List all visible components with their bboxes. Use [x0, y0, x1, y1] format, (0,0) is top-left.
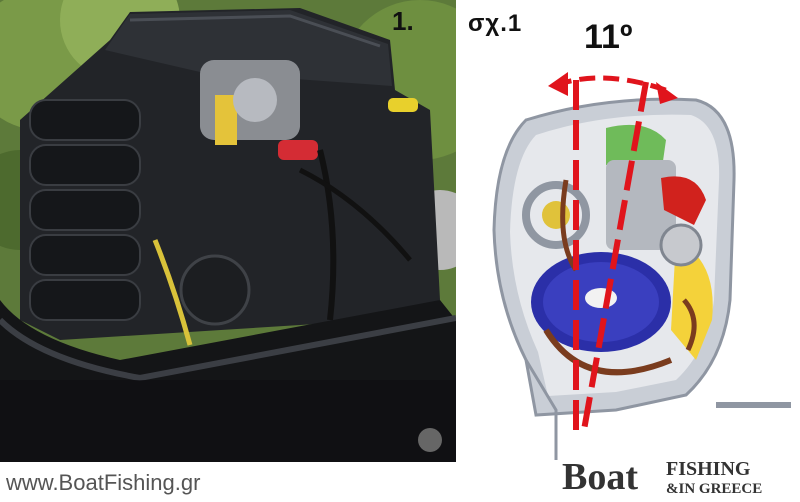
- website-text: www.BoatFishing.gr: [6, 470, 201, 495]
- boatfishing-logo: Boat FISHING &IN GREECE: [562, 455, 796, 498]
- footer: [0, 462, 800, 500]
- figure-ref-label: σχ.1: [468, 10, 523, 37]
- figure-number-label: 1.: [392, 6, 414, 36]
- svg-text:Boat: Boat: [562, 456, 638, 497]
- engine-photo: [0, 0, 456, 462]
- axis-tilted: [581, 81, 649, 431]
- cowling-diagram: [456, 0, 800, 462]
- svg-text:FISHING: FISHING: [666, 458, 751, 480]
- angle-label: 11º: [584, 18, 633, 56]
- svg-text:&IN GREECE: &IN GREECE: [666, 481, 762, 497]
